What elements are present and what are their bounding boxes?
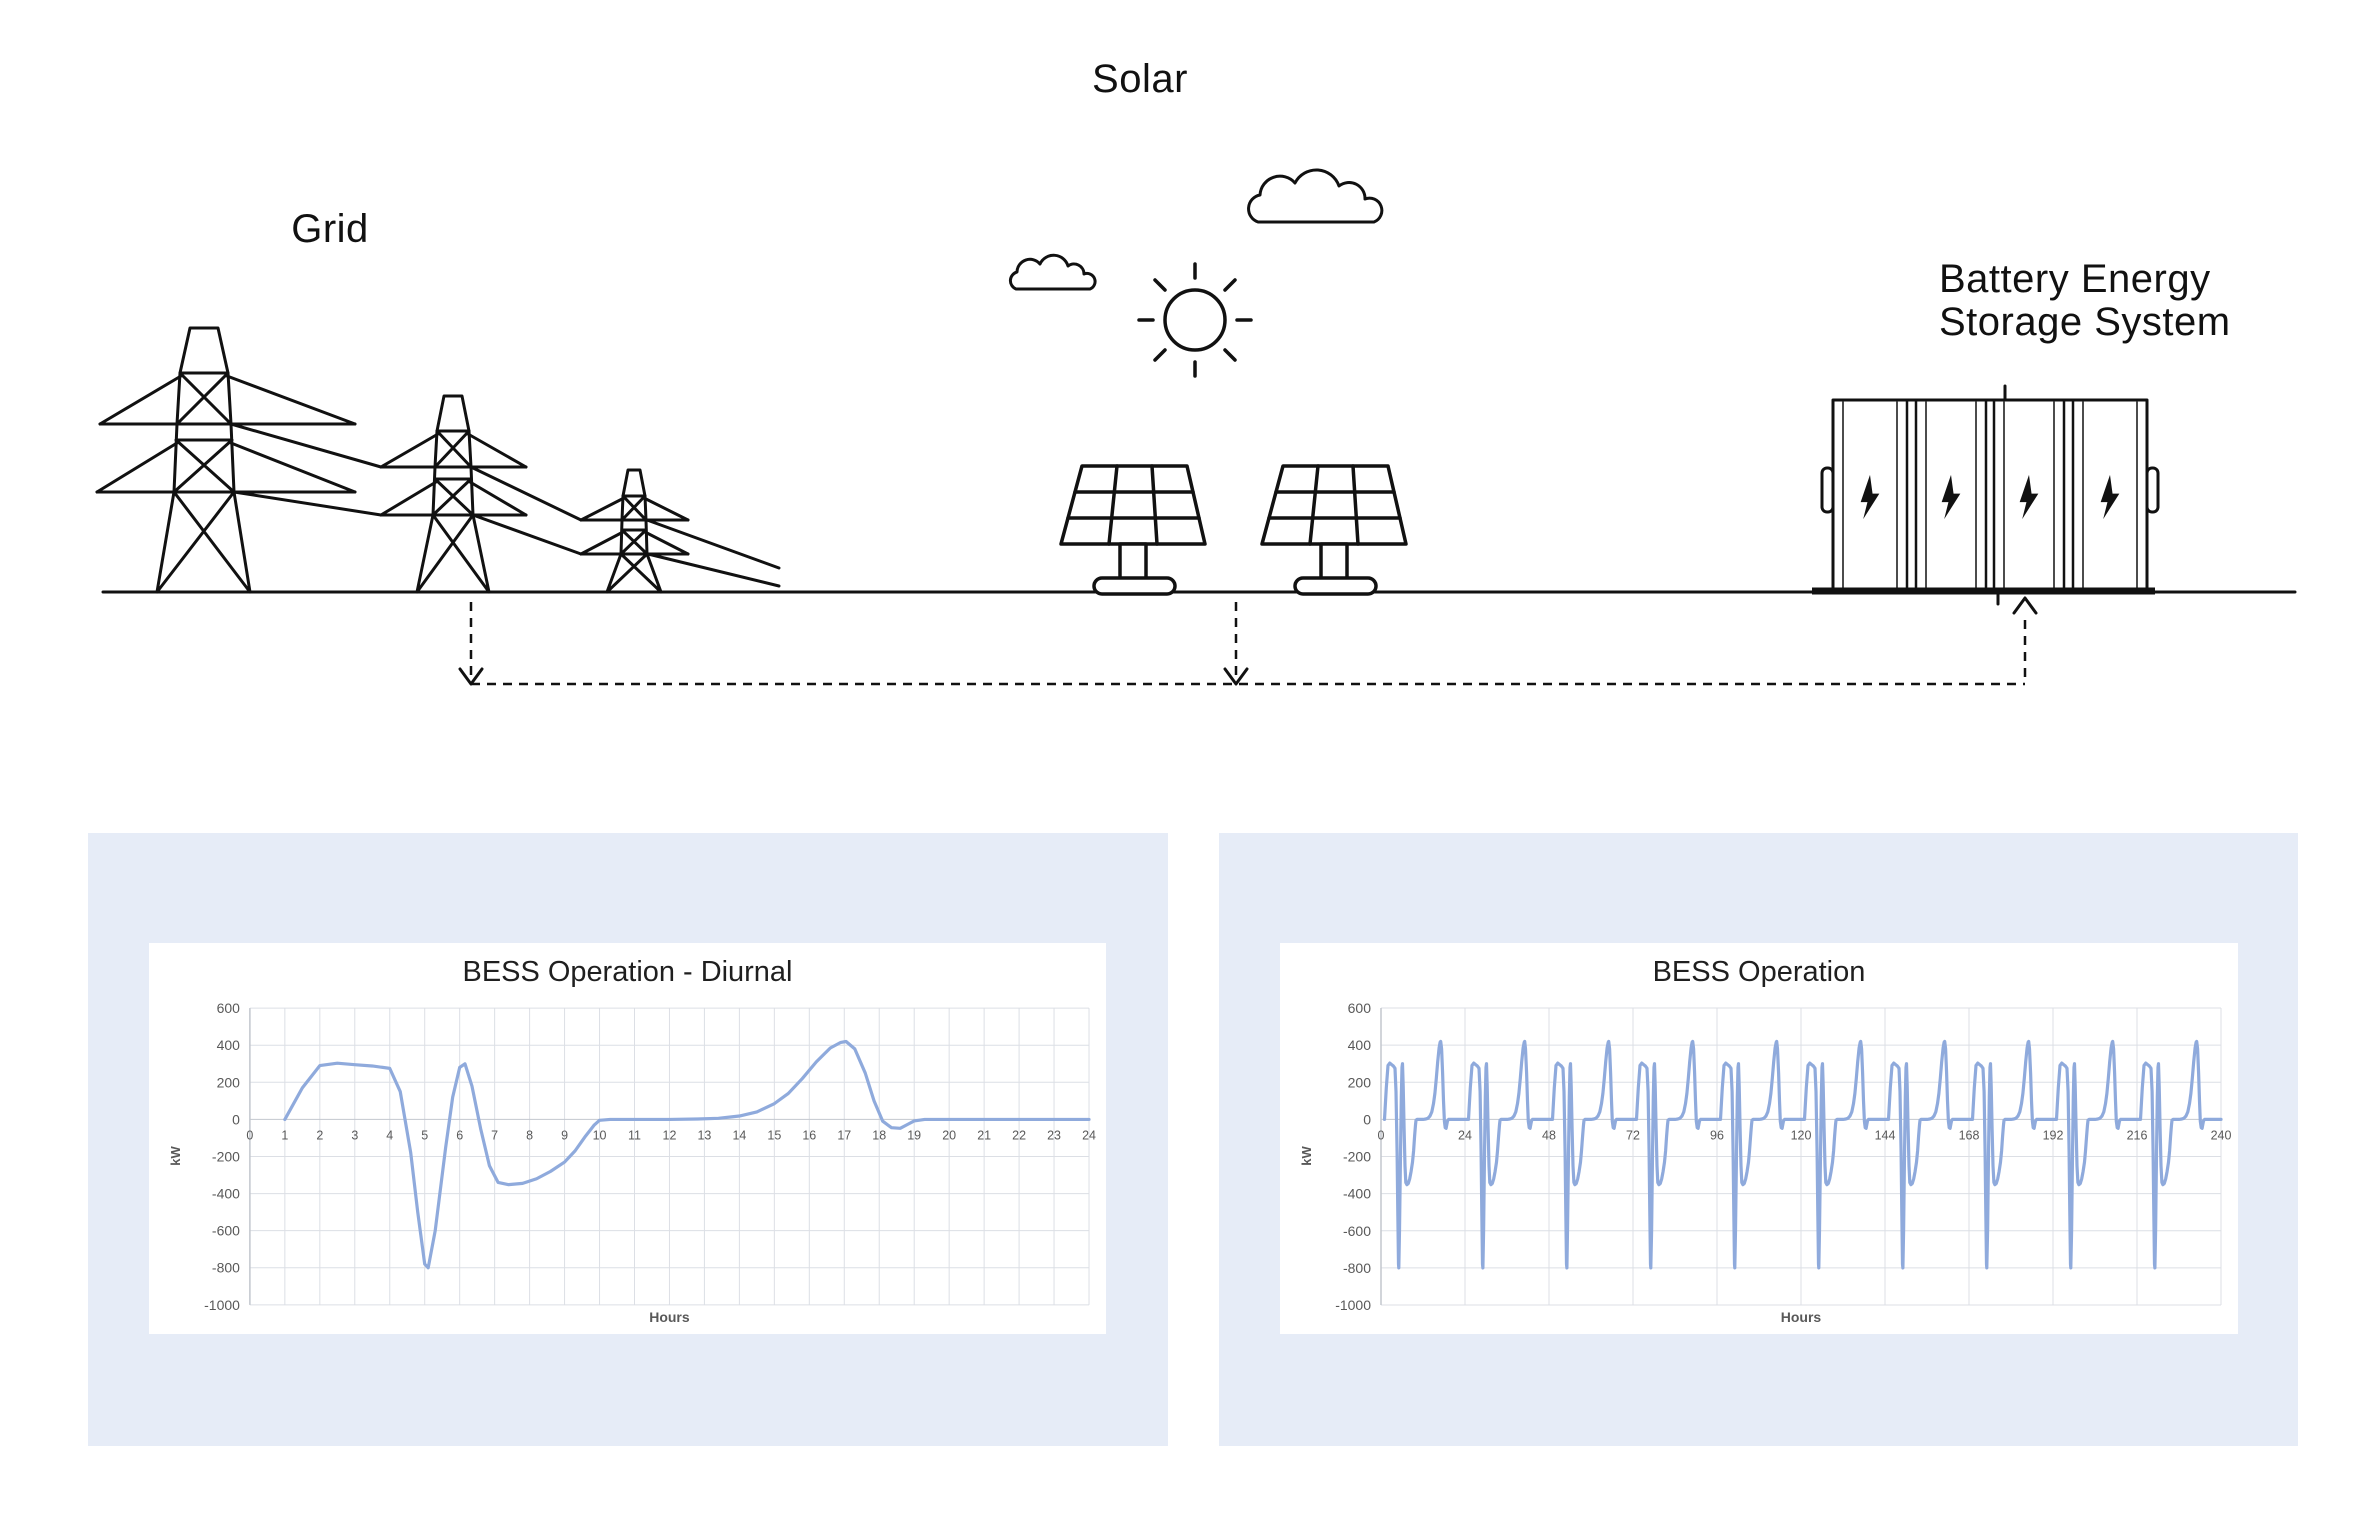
svg-text:200: 200 [1348,1074,1372,1090]
power-line-icon [229,422,781,588]
svg-text:23: 23 [1047,1128,1061,1142]
svg-text:192: 192 [2043,1128,2064,1142]
svg-text:19: 19 [907,1128,921,1142]
svg-text:7: 7 [491,1128,498,1142]
solar-panel-icon [1059,464,1207,596]
svg-text:4: 4 [386,1128,393,1142]
svg-text:-200: -200 [212,1148,240,1164]
svg-text:24: 24 [1458,1128,1472,1142]
lightning-bolt-icon [1860,474,2120,520]
svg-text:8: 8 [526,1128,533,1142]
svg-text:400: 400 [217,1037,241,1053]
svg-text:-600: -600 [1343,1223,1371,1239]
svg-text:5: 5 [421,1128,428,1142]
svg-text:-200: -200 [1343,1149,1371,1165]
solar-label: Solar [1092,57,1188,101]
grid-label: Grid [291,207,369,251]
battery-label-line2: Storage System [1939,300,2231,344]
svg-text:21: 21 [977,1128,991,1142]
battery-label: Battery Energy Storage System [1939,258,2269,344]
svg-text:216: 216 [2127,1128,2148,1142]
down-arrow-icon [1223,667,1249,686]
svg-text:-800: -800 [1343,1260,1371,1276]
svg-text:-800: -800 [212,1260,240,1276]
svg-text:15: 15 [767,1128,781,1142]
svg-text:48: 48 [1542,1128,1556,1142]
svg-text:9: 9 [561,1128,568,1142]
svg-text:72: 72 [1626,1128,1640,1142]
svg-text:20: 20 [942,1128,956,1142]
svg-text:-400: -400 [1343,1186,1371,1202]
svg-text:600: 600 [217,1000,241,1016]
svg-text:2: 2 [316,1128,323,1142]
svg-text:12: 12 [663,1128,677,1142]
svg-text:0: 0 [1378,1128,1385,1142]
up-arrow-icon [2012,596,2038,615]
svg-text:18: 18 [872,1128,886,1142]
svg-text:-600: -600 [212,1223,240,1239]
svg-text:11: 11 [628,1128,641,1142]
svg-text:-400: -400 [212,1186,240,1202]
svg-text:0: 0 [232,1111,240,1127]
svg-text:400: 400 [1348,1037,1372,1053]
svg-text:168: 168 [1959,1128,1980,1142]
svg-text:BESS Operation - Diurnal: BESS Operation - Diurnal [463,956,793,988]
battery-label-line1: Battery Energy [1939,257,2211,301]
svg-text:144: 144 [1875,1128,1896,1142]
transmission-tower-icon [579,468,690,594]
svg-text:0: 0 [246,1128,253,1142]
svg-text:600: 600 [1348,1000,1372,1016]
svg-text:24: 24 [1082,1128,1096,1142]
svg-text:200: 200 [217,1074,241,1090]
svg-text:16: 16 [802,1128,816,1142]
svg-text:Hours: Hours [649,1309,690,1325]
svg-text:6: 6 [456,1128,463,1142]
svg-text:240: 240 [2211,1128,2232,1142]
svg-text:Hours: Hours [1781,1309,1822,1325]
svg-text:BESS Operation: BESS Operation [1653,956,1866,988]
svg-text:0: 0 [1363,1111,1371,1127]
svg-text:-1000: -1000 [204,1297,240,1313]
battery-cabinet-icon [1812,384,2160,606]
svg-text:-1000: -1000 [1335,1297,1371,1313]
solar-panel-icon [1260,464,1408,596]
bess-240h-chart: 600 400 200 0 -200 -400 -600 -800 -1000 0 24 48 72 96… [1299,956,2232,1325]
svg-text:17: 17 [837,1128,851,1142]
down-arrow-icon [458,667,484,686]
svg-text:10: 10 [593,1128,607,1142]
sun-icon [1137,262,1253,378]
svg-text:kW: kW [1299,1146,1314,1166]
svg-text:1: 1 [281,1128,288,1142]
cloud-icon [1008,253,1097,291]
diagram-artwork [95,168,2297,686]
svg-text:13: 13 [697,1128,711,1142]
dashed-flow-connector [469,602,2027,686]
transmission-tower-icon [95,326,357,594]
svg-text:96: 96 [1710,1128,1724,1142]
svg-text:120: 120 [1791,1128,1812,1142]
cloud-icon [1247,168,1384,224]
svg-text:14: 14 [732,1128,746,1142]
chart-card-240h: 600 400 200 0 -200 -400 -600 -800 -1000 0 24 48 72 96… [1280,943,2238,1334]
svg-text:22: 22 [1012,1128,1026,1142]
svg-text:3: 3 [351,1128,358,1142]
transmission-tower-icon [379,394,528,594]
svg-text:kW: kW [168,1145,183,1165]
